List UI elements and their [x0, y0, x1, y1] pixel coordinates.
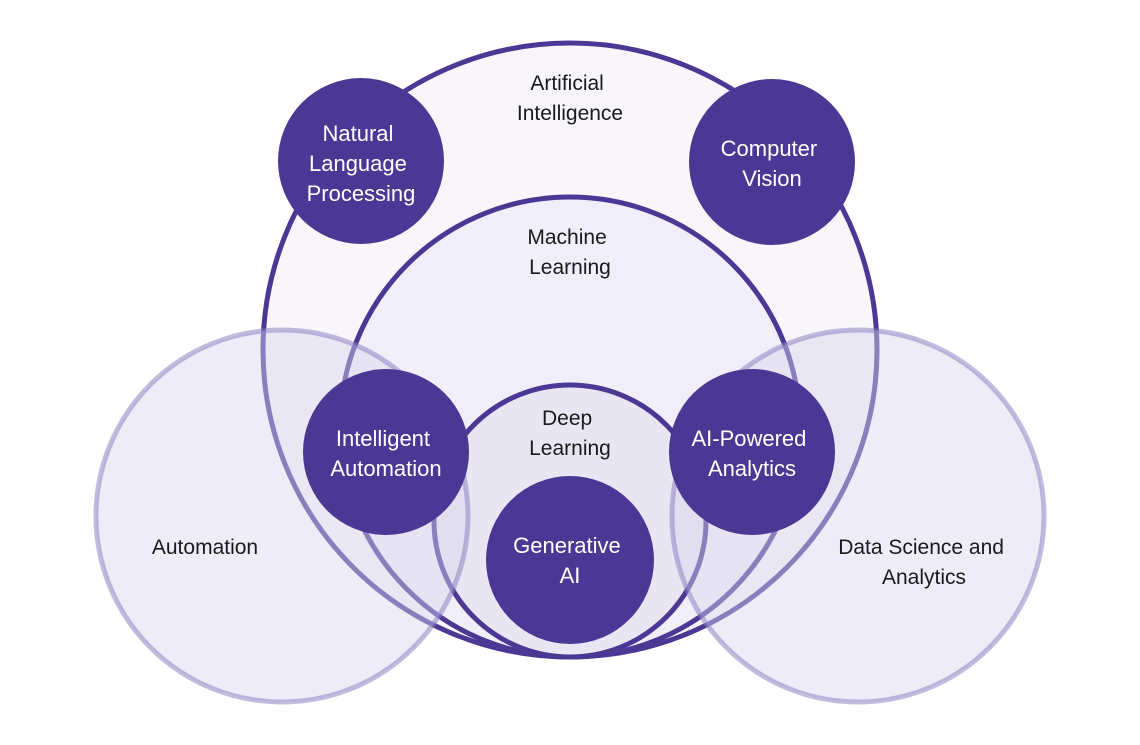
cv-node-label: Computer Vision: [721, 136, 824, 191]
nlp-node: Natural Language Processing: [278, 78, 444, 244]
nlp-node-label: Natural Language Processing: [307, 121, 416, 206]
aipa-node-label: AI-Powered Analytics: [691, 426, 812, 481]
ia-node-label: Intelligent Automation: [330, 426, 441, 481]
automation-set-label: Automation: [152, 536, 258, 559]
data-science-set-label: Data Science and Analytics: [838, 536, 1010, 589]
genai-node-label: Generative AI: [513, 533, 627, 588]
aipa-node: AI-Powered Analytics: [669, 369, 835, 535]
genai-node: Generative AI: [486, 476, 654, 644]
cv-node: Computer Vision: [689, 79, 855, 245]
ai-set-label: Artificial Intelligence: [517, 72, 623, 125]
dl-set-label: Deep Learning: [529, 407, 611, 460]
ia-node: Intelligent Automation: [303, 369, 469, 535]
ml-set-label: Machine Learning: [527, 226, 612, 279]
